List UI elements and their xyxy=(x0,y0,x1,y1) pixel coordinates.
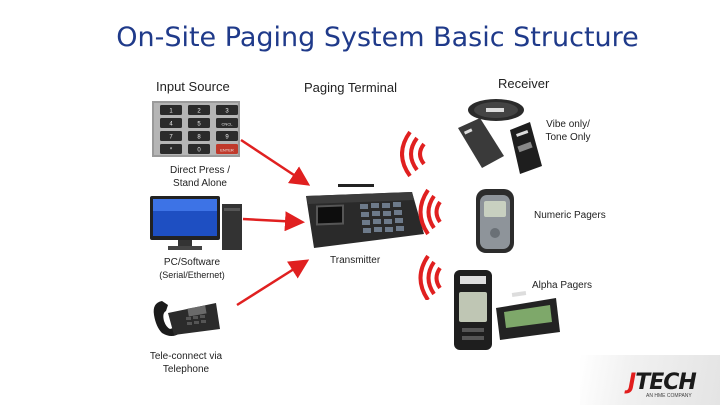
keypad-key xyxy=(160,131,182,141)
label-direct-press-line1: Direct Press / xyxy=(169,165,230,176)
keypad-key-label: 7 xyxy=(169,135,173,141)
logo-tagline: AN HME COMPANY xyxy=(646,393,692,399)
keypad-key xyxy=(160,105,182,115)
keypad-key-label: 8 xyxy=(197,135,201,141)
signal-waves xyxy=(400,130,442,300)
numeric-pager-image xyxy=(472,187,518,255)
keypad-image: 1 2 3 4 5 CNCL 7 8 9 * 0 ENTER xyxy=(152,101,240,157)
keypad-key xyxy=(188,131,210,141)
keypad-key-label: CNCL xyxy=(222,122,234,127)
label-vibe-tone: Vibe only/ Tone Only xyxy=(540,118,596,144)
label-pc-software-line1: PC/Software xyxy=(163,257,221,268)
keypad-key xyxy=(216,105,238,115)
logo-j: J xyxy=(628,370,636,395)
keypad-key-label: * xyxy=(170,148,173,154)
keypad-key-label: 4 xyxy=(169,122,173,128)
transmitter-console-image xyxy=(300,182,426,252)
page-title: On-Site Paging System Basic Structure xyxy=(116,22,639,53)
signal-waves-icon xyxy=(400,130,426,178)
label-vibe-line2: Tone Only xyxy=(545,132,591,143)
header-receiver: Receiver xyxy=(498,76,550,91)
label-vibe-line1: Vibe only/ xyxy=(546,119,590,130)
label-transmitter: Transmitter xyxy=(330,255,381,266)
keypad-key-label: ENTER xyxy=(220,148,234,153)
alpha-pager-image xyxy=(452,270,562,352)
label-direct-press: Direct Press / Stand Alone xyxy=(160,164,240,190)
label-pc-software-line2: (Serial/Ethernet) xyxy=(159,270,225,280)
keypad-key xyxy=(216,144,238,154)
keypad-key-label: 9 xyxy=(225,135,229,141)
keypad-key-label: 5 xyxy=(197,122,201,128)
desk-phone-image xyxy=(150,295,222,339)
label-direct-press-line2: Stand Alone xyxy=(173,178,227,189)
arrow-icon xyxy=(236,259,310,307)
keypad-key-label: 0 xyxy=(197,148,201,154)
keypad-key xyxy=(160,118,182,128)
keypad-key-label: 2 xyxy=(197,109,201,115)
arrow-icon xyxy=(240,138,311,186)
label-alpha-pagers: Alpha Pagers xyxy=(532,280,593,291)
keypad-key xyxy=(188,105,210,115)
logo-text: TECH xyxy=(635,370,697,395)
label-tele-connect: Tele-connect via Telephone xyxy=(140,350,232,376)
pc-monitor-image xyxy=(148,194,244,252)
keypad-key xyxy=(216,131,238,141)
signal-waves-icon xyxy=(418,188,442,236)
header-input-source: Input Source xyxy=(156,79,230,94)
keypad-key-label: 1 xyxy=(169,109,173,115)
header-paging-terminal: Paging Terminal xyxy=(304,80,397,95)
keypad-key xyxy=(188,144,210,154)
label-pc-software: PC/Software (Serial/Ethernet) xyxy=(150,256,234,282)
keypad-key xyxy=(188,118,210,128)
keypad-key-label: 3 xyxy=(225,109,229,115)
keypad-key xyxy=(216,118,238,128)
vibe-pager-image xyxy=(452,96,544,176)
arrow-icon xyxy=(242,211,305,232)
keypad-key xyxy=(160,144,182,154)
footer-band xyxy=(580,355,720,405)
signal-waves-icon xyxy=(418,254,442,300)
jtech-logo: JTECH xyxy=(628,370,697,395)
label-tele-connect-line2: Telephone xyxy=(162,364,210,375)
label-tele-connect-line1: Tele-connect via xyxy=(149,351,223,362)
label-numeric-pagers: Numeric Pagers xyxy=(534,210,606,221)
